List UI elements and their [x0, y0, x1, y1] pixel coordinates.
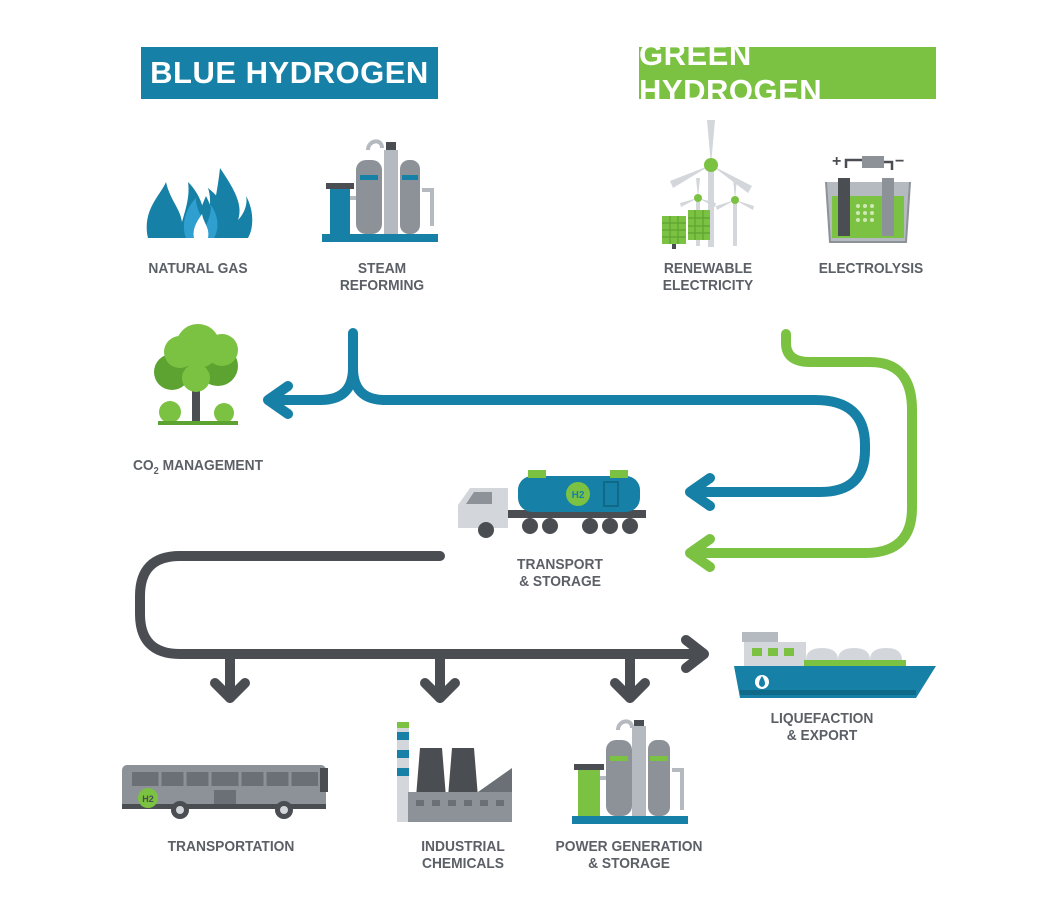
label-renewable-electricity: RENEWABLE ELECTRICITY: [662, 260, 754, 294]
green-flow-arrow: [685, 329, 917, 572]
label-transportation: TRANSPORTATION: [167, 838, 295, 855]
label-power-generation: POWER GENERATION & STORAGE: [555, 838, 703, 872]
power-plant-icon: [572, 719, 688, 824]
truck-h2-badge: H2: [572, 490, 585, 501]
co2-subscript: 2: [153, 466, 159, 477]
ship-icon: [734, 632, 936, 698]
blue-flow-arrow: [263, 328, 870, 511]
label-transport-storage: TRANSPORT & STORAGE: [517, 556, 603, 590]
co2-suffix: MANAGEMENT: [158, 457, 264, 474]
wind-solar-icon: [662, 120, 754, 249]
bus-icon: [122, 765, 328, 819]
factory-icon: [397, 722, 512, 822]
truck-icon: [458, 470, 646, 538]
label-co2-management: CO2 MANAGEMENT: [124, 440, 271, 480]
svg-text:+: +: [832, 153, 841, 170]
tree-icon: [154, 324, 238, 425]
electrolysis-icon: + −: [825, 153, 911, 243]
label-steam-reforming: STEAM REFORMING: [339, 260, 425, 294]
blue-hydrogen-header: BLUE HYDROGEN: [141, 47, 438, 99]
label-electrolysis: ELECTROLYSIS: [818, 260, 924, 277]
flame-icon: [146, 168, 253, 238]
svg-text:−: −: [895, 153, 904, 170]
co2-prefix: CO: [132, 457, 154, 474]
distribution-flow-arrow: [135, 551, 709, 703]
label-liquefaction-export: LIQUEFACTION & EXPORT: [770, 710, 874, 744]
steam-reformer-icon: [322, 139, 438, 242]
label-industrial-chemicals: INDUSTRIAL CHEMICALS: [421, 838, 505, 872]
label-natural-gas: NATURAL GAS: [148, 260, 248, 277]
bus-h2-badge: H2: [142, 794, 154, 804]
